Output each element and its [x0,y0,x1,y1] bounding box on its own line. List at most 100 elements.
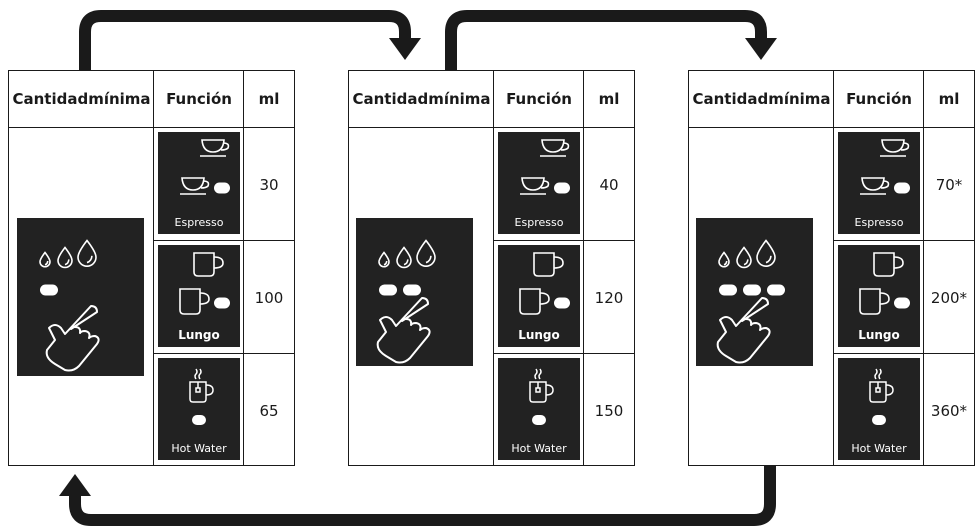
header-ml: ml [258,90,280,108]
machine-panel [17,218,144,376]
machine-panel [696,218,813,366]
function-hot-water: Hot Water [838,358,920,460]
espresso-cup-icon [200,139,230,157]
cycle-arrow [69,466,776,526]
function-espresso: Espresso [498,132,580,234]
divider [833,240,974,241]
function-label-hot-water: Hot Water [851,442,907,455]
lungo-mug-icon [179,288,210,315]
divider [153,71,154,465]
divider [493,353,634,354]
ml-value-lungo: 100 [254,289,284,307]
header-function: Función [506,90,572,108]
lungo-mug-icon [519,288,550,315]
divider [833,71,834,465]
ml-value-espresso: 70* [935,176,963,194]
function-hot-water: Hot Water [498,358,580,460]
hand-touch-icon [45,305,100,372]
drop-icon [378,251,390,268]
drop-icon [736,246,752,269]
button-indicator [379,284,397,296]
function-label-lungo: Lungo [178,328,220,342]
ml-value-lungo: 200* [930,289,968,307]
drop-icon [39,251,51,268]
button-indicator [554,297,570,309]
header-min-quantity-line2: mínima [428,90,491,108]
header-ml: ml [598,90,620,108]
ml-value-espresso: 30 [259,176,279,194]
ml-value-hot-water: 65 [259,402,279,420]
function-lungo: Lungo [498,245,580,347]
function-espresso: Espresso [158,132,240,234]
hand-touch-icon [376,297,431,364]
function-hot-water: Hot Water [158,358,240,460]
button-indicator [743,284,761,296]
divider [493,240,634,241]
function-label-espresso: Espresso [854,216,904,229]
button-indicator [894,182,910,194]
button-indicator [192,415,206,425]
function-lungo: Lungo [838,245,920,347]
cycle-arrow-head [59,474,91,496]
header-min-quantity-line1: Cantidad [692,90,769,108]
button-indicator [214,297,230,309]
divider [833,353,974,354]
hot-water-mug-icon [869,368,894,403]
hand-touch-icon [716,297,771,364]
espresso-cup-icon [860,177,890,195]
machine-panel [356,218,473,366]
espresso-cup-icon [540,139,570,157]
drop-icon [77,239,97,267]
drop-icon [57,246,73,269]
header-function: Función [846,90,912,108]
lungo-mug-icon [533,252,564,277]
function-label-espresso: Espresso [514,216,564,229]
function-lungo: Lungo [158,245,240,347]
divider [349,127,634,128]
function-label-lungo: Lungo [518,328,560,342]
function-espresso: Espresso [838,132,920,234]
cycle-arrow [445,10,767,70]
ml-value-lungo: 120 [594,289,624,307]
header-min-quantity-line1: Cantidad [352,90,429,108]
divider [689,127,974,128]
cycle-arrow [79,10,411,70]
drop-icon [756,239,776,267]
header-min-quantity-line2: mínima [88,90,151,108]
cycle-arrow-head [745,38,777,60]
divider [9,127,294,128]
espresso-cup-icon [880,139,910,157]
button-indicator [532,415,546,425]
lungo-mug-icon [859,288,890,315]
cycle-arrow-head [389,38,421,60]
function-label-hot-water: Hot Water [171,442,227,455]
divider [923,71,924,465]
button-indicator [214,182,230,194]
function-label-espresso: Espresso [174,216,224,229]
divider [153,353,294,354]
drop-icon [396,246,412,269]
button-indicator [40,284,58,296]
divider [583,71,584,465]
button-indicator [719,284,737,296]
hot-water-mug-icon [189,368,214,403]
ml-value-hot-water: 150 [594,402,624,420]
ml-value-hot-water: 360* [930,402,968,420]
ml-value-espresso: 40 [599,176,619,194]
header-min-quantity-line1: Cantidad [12,90,89,108]
button-indicator [403,284,421,296]
divider [493,71,494,465]
hot-water-mug-icon [529,368,554,403]
button-indicator [872,415,886,425]
button-indicator [767,284,785,296]
header-function: Función [166,90,232,108]
lungo-mug-icon [873,252,904,277]
drop-icon [718,251,730,268]
